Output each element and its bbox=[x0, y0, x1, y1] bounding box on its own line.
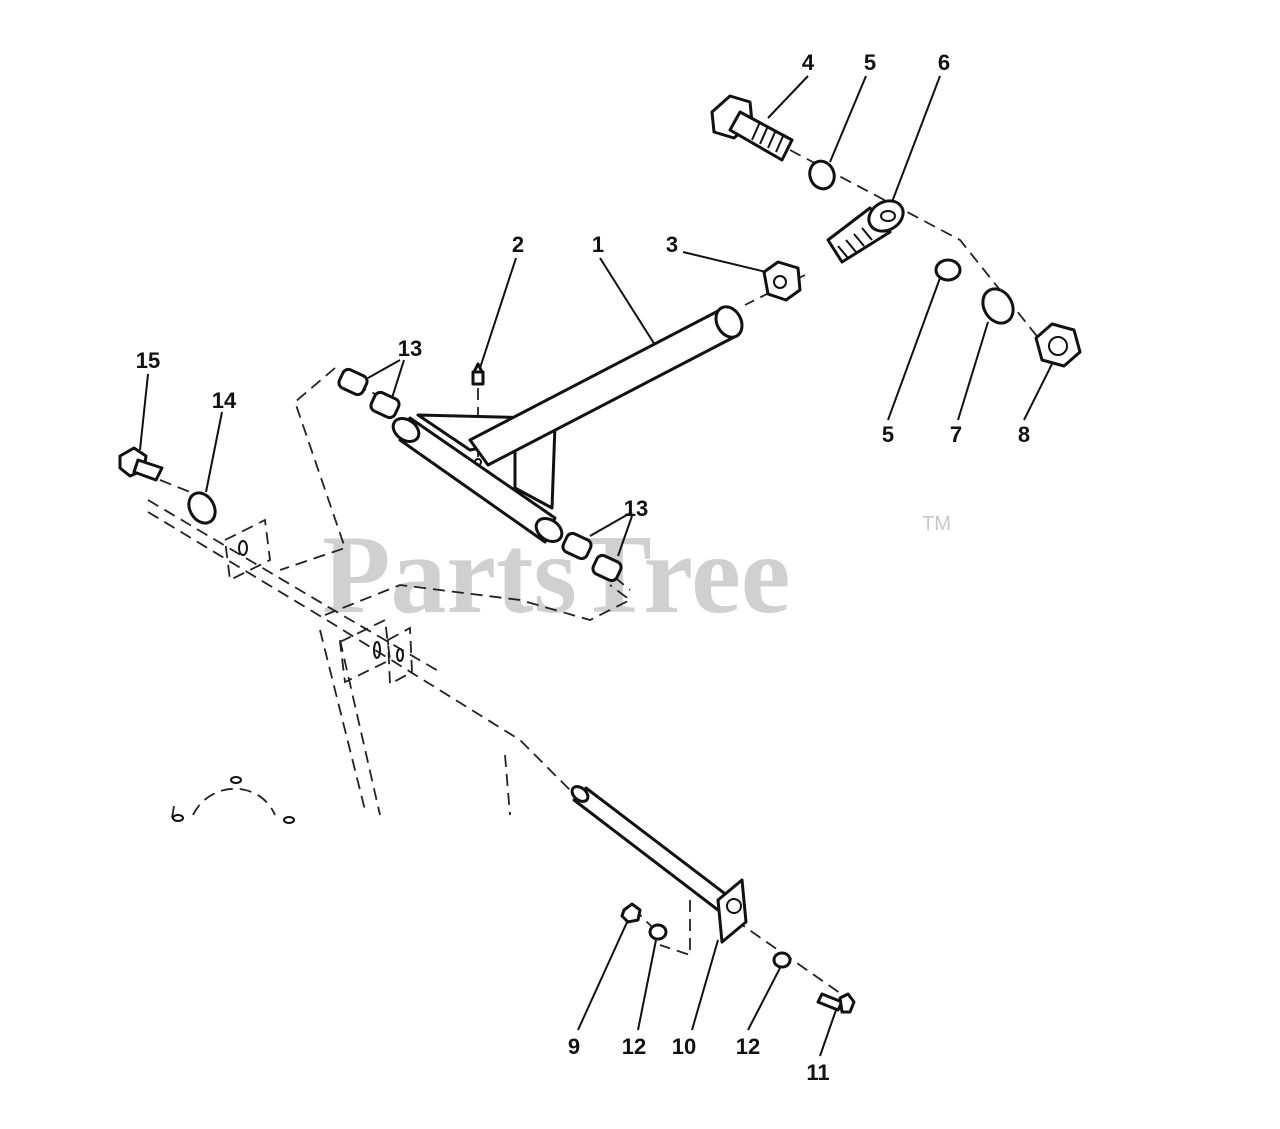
part-4-hex-bolt bbox=[710, 94, 794, 162]
callout-9: 9 bbox=[568, 1034, 580, 1059]
callout-3: 3 bbox=[666, 232, 678, 257]
part-15-bolt bbox=[118, 446, 164, 482]
frame-outline bbox=[147, 367, 691, 957]
callout-labels: 4 5 6 2 1 3 13 15 14 5 7 8 13 9 12 10 12… bbox=[136, 50, 1030, 1085]
part-5-spacer-lower bbox=[934, 258, 962, 282]
callout-10: 10 bbox=[672, 1034, 696, 1059]
callout-5-lower: 5 bbox=[882, 422, 894, 447]
part-3-hex-nut bbox=[762, 260, 802, 302]
part-14-washer bbox=[187, 491, 217, 525]
leader-lines bbox=[139, 75, 1053, 1057]
callout-12-right: 12 bbox=[736, 1034, 760, 1059]
callout-15: 15 bbox=[136, 348, 160, 373]
callout-13-lower: 13 bbox=[624, 496, 648, 521]
callout-11: 11 bbox=[806, 1060, 829, 1085]
callout-4: 4 bbox=[802, 50, 815, 75]
part-10-pivot-bar bbox=[570, 785, 748, 944]
part-13-bushings bbox=[337, 367, 623, 583]
callout-14: 14 bbox=[212, 388, 237, 413]
callout-6: 6 bbox=[938, 50, 950, 75]
callout-8: 8 bbox=[1018, 422, 1030, 447]
callout-12-left: 12 bbox=[622, 1034, 646, 1059]
part-7-flat-washer bbox=[981, 287, 1015, 325]
callout-5-upper: 5 bbox=[864, 50, 876, 75]
part-9-nut bbox=[620, 902, 642, 924]
callout-2: 2 bbox=[512, 232, 524, 257]
callout-1: 1 bbox=[592, 232, 604, 257]
part-8-lock-nut bbox=[1034, 322, 1082, 368]
part-12-washer-left bbox=[648, 923, 668, 941]
watermark-trademark: TM bbox=[922, 513, 951, 535]
part-6-tie-rod-end bbox=[826, 199, 905, 264]
part-2-grease-fitting bbox=[471, 362, 485, 386]
part-12-washer-right bbox=[772, 951, 792, 969]
callout-7: 7 bbox=[950, 422, 962, 447]
part-11-bolt bbox=[816, 992, 856, 1014]
callout-13-upper: 13 bbox=[398, 336, 422, 361]
part-5-lock-washer-upper bbox=[808, 159, 836, 191]
part-1-front-axle-arm bbox=[391, 305, 744, 544]
